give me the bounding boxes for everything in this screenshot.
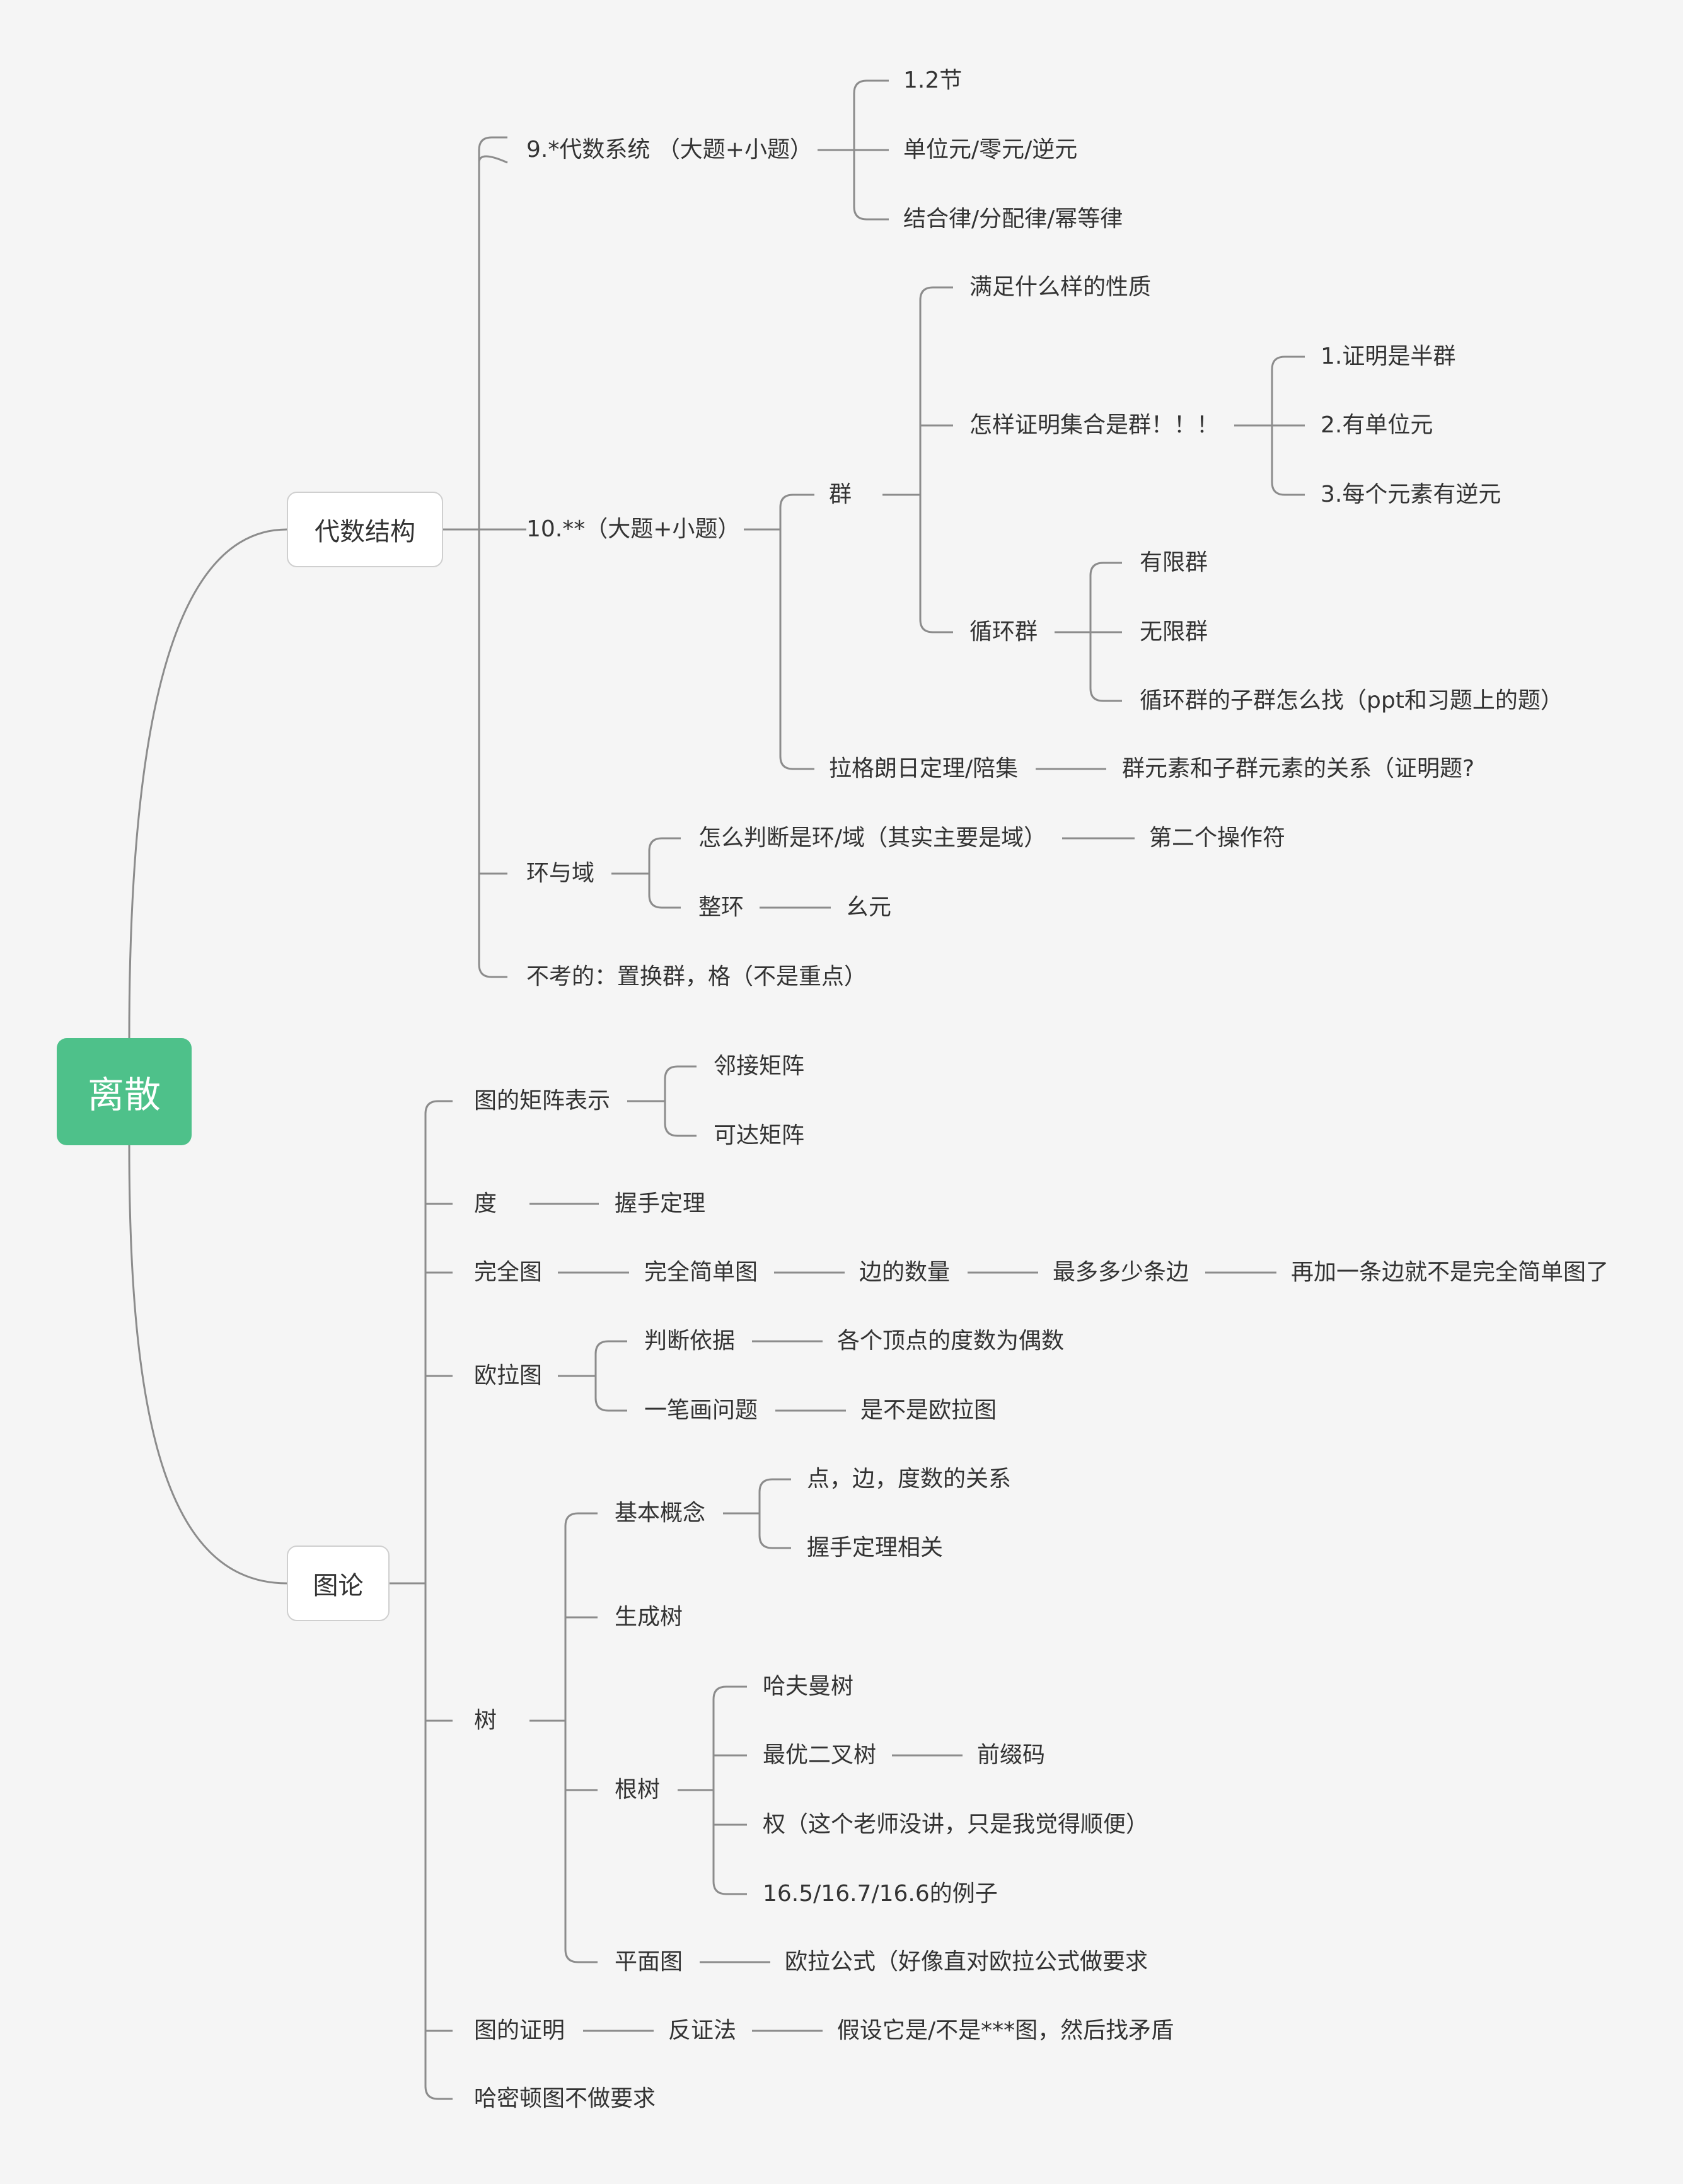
node-complete-chain[interactable]: 再加一条边就不是完全简单图了 bbox=[1291, 1259, 1609, 1285]
node-optimal-binary[interactable]: 最优二叉树 bbox=[763, 1742, 877, 1768]
node-cyclic-group[interactable]: 循环群 bbox=[969, 619, 1038, 645]
node-planar-child[interactable]: 欧拉公式（好像直对欧拉公式做要求 bbox=[785, 1949, 1148, 1975]
node-complete-chain[interactable]: 边的数量 bbox=[859, 1259, 951, 1285]
node-prove-step[interactable]: 1.证明是半群 bbox=[1321, 344, 1456, 369]
node-integral-domain[interactable]: 整环 bbox=[698, 894, 744, 920]
node-cyclic-item[interactable]: 有限群 bbox=[1140, 550, 1208, 575]
node-complete-chain[interactable]: 完全简单图 bbox=[644, 1259, 758, 1285]
node-matrix[interactable]: 图的矩阵表示 bbox=[474, 1088, 611, 1114]
node-group[interactable]: 群 bbox=[829, 482, 852, 507]
node-euler-stroke[interactable]: 一笔画问题 bbox=[644, 1397, 758, 1423]
node-euler-stroke-child[interactable]: 是不是欧拉图 bbox=[860, 1397, 997, 1423]
node-weight[interactable]: 权（这个老师没讲，只是我觉得顺便） bbox=[763, 1811, 1149, 1837]
node-complete-graph[interactable]: 完全图 bbox=[474, 1259, 543, 1285]
node-matrix-item[interactable]: 邻接矩阵 bbox=[714, 1053, 805, 1079]
graph-title: 图论 bbox=[313, 1571, 364, 1600]
node-spanning-tree[interactable]: 生成树 bbox=[615, 1604, 683, 1630]
node-algebra[interactable]: 代数结构 bbox=[287, 492, 443, 567]
node-graph-proof[interactable]: 图的证明 bbox=[474, 2018, 565, 2043]
node-integral-child[interactable]: 幺元 bbox=[846, 894, 892, 920]
node-sys-item[interactable]: 结合律/分配律/幂等律 bbox=[903, 206, 1123, 232]
node-rooted-tree[interactable]: 根树 bbox=[615, 1777, 661, 1803]
node-prefix-code[interactable]: 前缀码 bbox=[977, 1742, 1046, 1768]
node-tree-basic[interactable]: 基本概念 bbox=[615, 1500, 706, 1526]
node-examples[interactable]: 16.5/16.7/16.6的例子 bbox=[763, 1881, 998, 1907]
root-label: 离散 bbox=[87, 1073, 161, 1116]
node-complete-chain[interactable]: 最多多少条边 bbox=[1053, 1259, 1189, 1285]
node-prove-step[interactable]: 2.有单位元 bbox=[1321, 412, 1433, 438]
node-prove-step[interactable]: 3.每个元素有逆元 bbox=[1321, 482, 1501, 507]
algebra-title: 代数结构 bbox=[315, 517, 415, 546]
node-ring-judge[interactable]: 怎么判断是环/域（其实主要是域） bbox=[698, 825, 1047, 851]
node-proof-method[interactable]: 反证法 bbox=[668, 2018, 737, 2043]
node-tree[interactable]: 树 bbox=[474, 1707, 497, 1733]
node-ring-judge-child[interactable]: 第二个操作符 bbox=[1149, 825, 1286, 851]
node-chapter-10[interactable]: 10.**（大题+小题） bbox=[526, 516, 741, 542]
node-basic-item[interactable]: 点，边，度数的关系 bbox=[807, 1466, 1012, 1492]
node-matrix-item[interactable]: 可达矩阵 bbox=[714, 1123, 805, 1148]
node-lagrange[interactable]: 拉格朗日定理/陪集 bbox=[829, 756, 1019, 782]
node-cyclic-item[interactable]: 循环群的子群怎么找（ppt和习题上的题） bbox=[1140, 688, 1563, 714]
node-lagrange-child[interactable]: 群元素和子群元素的关系（证明题? bbox=[1122, 756, 1475, 782]
node-sys-item[interactable]: 1.2节 bbox=[903, 67, 963, 93]
node-group-prove[interactable]: 怎样证明集合是群！！！ bbox=[969, 412, 1220, 438]
node-huffman[interactable]: 哈夫曼树 bbox=[763, 1673, 854, 1699]
node-sys-item[interactable]: 单位元/零元/逆元 bbox=[903, 137, 1078, 163]
node-degree-child[interactable]: 握手定理 bbox=[615, 1191, 706, 1216]
node-proof-child[interactable]: 假设它是/不是***图，然后找矛盾 bbox=[837, 2018, 1174, 2043]
node-group-property[interactable]: 满足什么样的性质 bbox=[969, 274, 1152, 300]
node-cyclic-item[interactable]: 无限群 bbox=[1140, 619, 1208, 645]
node-not-tested[interactable]: 不考的：置换群，格（不是重点） bbox=[526, 964, 867, 990]
node-basic-item[interactable]: 握手定理相关 bbox=[807, 1535, 944, 1561]
node-degree[interactable]: 度 bbox=[474, 1191, 497, 1216]
node-ring-field[interactable]: 环与域 bbox=[526, 860, 595, 886]
node-euler-basis-child[interactable]: 各个顶点的度数为偶数 bbox=[837, 1328, 1065, 1354]
node-algebra-system[interactable]: 9.*代数系统 （大题+小题） bbox=[526, 137, 813, 163]
node-euler-basis[interactable]: 判断依据 bbox=[644, 1328, 736, 1354]
node-hamilton[interactable]: 哈密顿图不做要求 bbox=[474, 2086, 656, 2112]
node-planar[interactable]: 平面图 bbox=[615, 1949, 683, 1975]
node-euler[interactable]: 欧拉图 bbox=[474, 1363, 543, 1389]
root-node[interactable]: 离散 bbox=[57, 1038, 192, 1145]
node-graph[interactable]: 图论 bbox=[287, 1546, 390, 1621]
